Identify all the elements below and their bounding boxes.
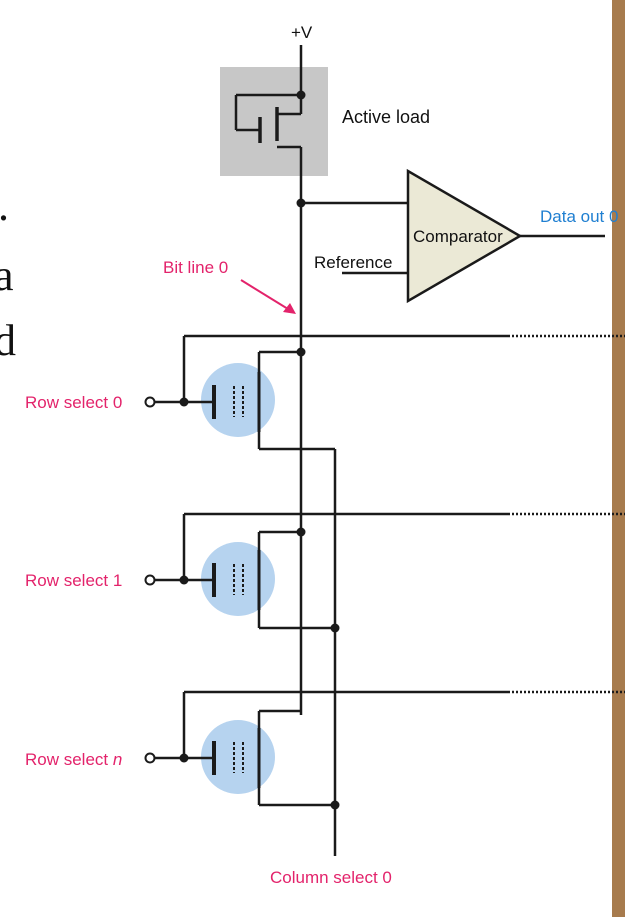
wiring xyxy=(182,45,605,856)
row-select-1-label: Row select 1 xyxy=(25,571,122,590)
data-out-label: Data out 0 xyxy=(540,207,618,226)
reference-label: Reference xyxy=(314,253,392,272)
input-terminals xyxy=(144,396,156,764)
page-edge-bar xyxy=(612,0,625,917)
row-select-n-var: n xyxy=(113,750,122,769)
row-select-n-prefix: Row select xyxy=(25,750,113,769)
row-dotted-extensions xyxy=(508,334,625,694)
active-load-label: Active load xyxy=(342,107,430,127)
active-load-box xyxy=(220,67,328,176)
memory-cell-n xyxy=(150,709,335,807)
memory-cell-0 xyxy=(150,350,335,451)
bit-line-arrowhead xyxy=(283,303,296,314)
bit-line-arrow xyxy=(240,279,289,310)
margin-text-1: . xyxy=(0,181,9,230)
memory-cell-1 xyxy=(150,530,335,630)
comparator-symbol xyxy=(406,168,523,304)
row-select-n-label: Row select n xyxy=(25,750,122,769)
row-select-0-label: Row select 0 xyxy=(25,393,122,412)
column-select-label: Column select 0 xyxy=(270,868,392,887)
junction-dots xyxy=(179,90,340,810)
margin-text-3: d xyxy=(0,316,16,365)
margin-text-2: a xyxy=(0,251,14,300)
supply-label: +V xyxy=(291,23,313,42)
bit-line-label: Bit line 0 xyxy=(163,258,228,277)
comparator-label: Comparator xyxy=(413,227,503,246)
